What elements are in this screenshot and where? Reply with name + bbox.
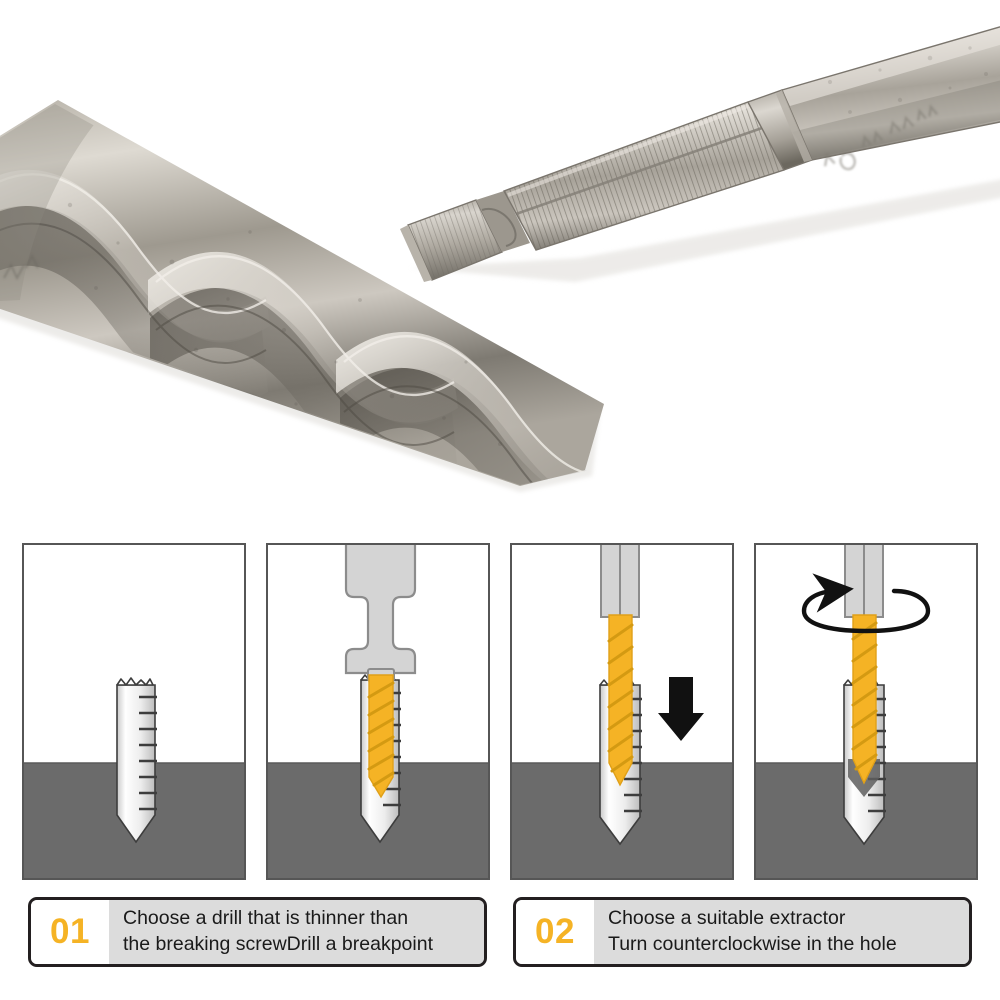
step-text-2-line-1: Choose a suitable extractor bbox=[608, 907, 846, 930]
diagram-panel-3 bbox=[510, 543, 734, 880]
diagram-panel-1 bbox=[22, 543, 246, 880]
drill-bit-flutes bbox=[367, 681, 395, 787]
shank-shadow bbox=[410, 179, 1000, 282]
screw-threads bbox=[139, 695, 157, 811]
extractor-bit-flutes bbox=[607, 623, 634, 773]
detent-groove-face bbox=[476, 191, 530, 252]
rotation-arrow-path bbox=[801, 573, 931, 634]
detent-groove bbox=[476, 191, 530, 252]
shank-texture bbox=[827, 46, 988, 114]
panel-1-illustration bbox=[24, 545, 244, 878]
shank-body-shadow bbox=[792, 80, 1000, 158]
hex-facet-line bbox=[515, 126, 763, 216]
panel-3-shank bbox=[600, 545, 640, 618]
panel-1-broken-screw bbox=[116, 677, 157, 844]
step-text-2-line-2: Turn counterclockwise in the hole bbox=[608, 933, 897, 955]
extractor-bit-flutes bbox=[851, 621, 878, 771]
step-number-badge-2: 02 bbox=[516, 900, 594, 964]
diagram-panel-2 bbox=[266, 543, 490, 880]
step-text-2: Choose a suitable extractor Turn counter… bbox=[594, 900, 969, 964]
product-photo bbox=[0, 26, 1000, 492]
hex-tip-knurl bbox=[408, 200, 502, 280]
step-text-1-line-1: Choose a drill that is thinner than bbox=[123, 907, 409, 930]
down-arrow-shape bbox=[658, 677, 704, 741]
panel-4-illustration bbox=[756, 545, 976, 878]
panel-4-extractor-bit bbox=[851, 614, 878, 785]
steel-texture bbox=[67, 202, 502, 455]
step-text-1: Choose a drill that is thinner than the … bbox=[109, 900, 484, 964]
shank-engraving bbox=[823, 104, 938, 171]
chuck-body bbox=[344, 545, 417, 675]
extractor-flutes bbox=[0, 104, 600, 485]
shank-body-bevel bbox=[776, 90, 812, 162]
caption-box-1: 01 Choose a drill that is thinner than t… bbox=[28, 897, 487, 967]
step-text-1-line-2: the breaking screwDrill a breakpoint bbox=[123, 933, 433, 955]
screw-extractor-body bbox=[0, 100, 604, 492]
hex-barrel-highlight bbox=[507, 104, 749, 197]
caption-box-2: 02 Choose a suitable extractor Turn coun… bbox=[513, 897, 972, 967]
extractor-tip-shading bbox=[0, 104, 96, 302]
panel-2-illustration bbox=[268, 545, 488, 878]
panel-4-shank bbox=[844, 545, 884, 618]
panel-2-drill-bit bbox=[367, 674, 395, 799]
panel-3-down-arrow bbox=[658, 677, 704, 741]
flute-crests bbox=[0, 170, 600, 485]
step-collar-face bbox=[748, 90, 812, 170]
screw-broken-top bbox=[116, 677, 154, 686]
panel-3-illustration bbox=[512, 545, 732, 878]
shank-body-highlight bbox=[782, 26, 1000, 106]
detent-groove-line bbox=[481, 208, 517, 247]
hex-drive-tip bbox=[400, 199, 503, 282]
flute-shadow-lines bbox=[0, 222, 600, 485]
step-number-badge-1: 01 bbox=[31, 900, 109, 964]
diagram-panel-4 bbox=[754, 543, 978, 880]
hex-shank-adapter bbox=[400, 26, 1000, 282]
shank-body bbox=[776, 26, 1000, 171]
panel-4-rotation-arrow bbox=[801, 573, 931, 634]
caption-row: 01 Choose a drill that is thinner than t… bbox=[28, 897, 972, 967]
hex-barrel-knurl bbox=[504, 102, 784, 250]
panel-3-extractor-bit bbox=[607, 614, 634, 787]
diagram-panel-row bbox=[22, 543, 978, 880]
screw-shaft bbox=[116, 684, 156, 844]
product-photo-illustration bbox=[0, 26, 1000, 492]
hex-tip-end-face bbox=[400, 225, 432, 282]
extractor-engraving bbox=[3, 253, 39, 281]
